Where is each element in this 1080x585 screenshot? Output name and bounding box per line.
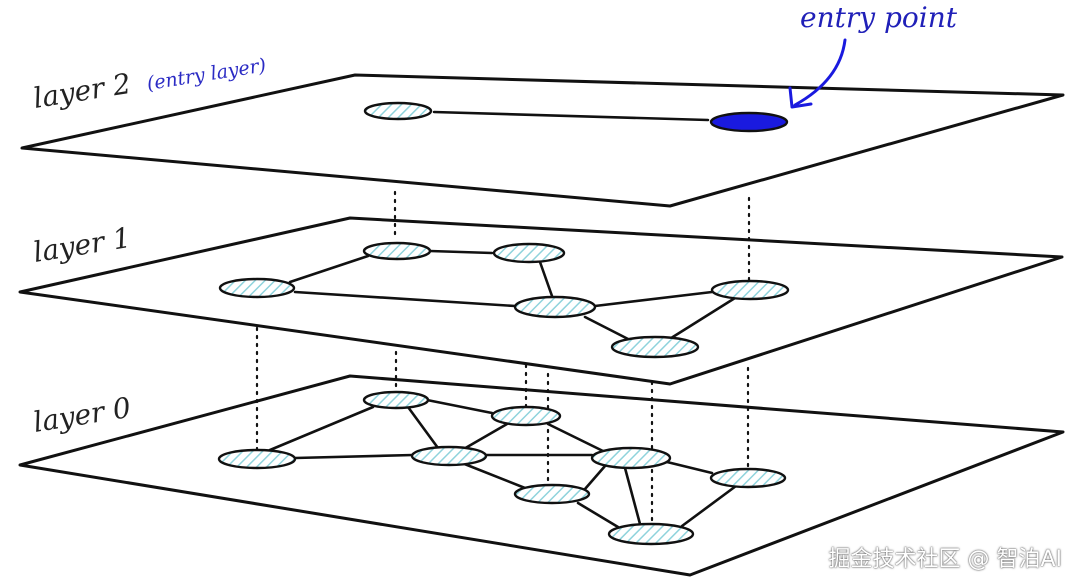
entry-layer-label: (entry layer) — [145, 54, 267, 95]
layer-1-label: layer 1 — [31, 221, 133, 269]
entry-point-node — [709, 111, 789, 133]
layer-2-node — [363, 101, 433, 121]
layer-1-edge — [593, 290, 714, 308]
layer-1-edge — [428, 249, 494, 255]
layer-0-edge — [268, 405, 375, 452]
layer-0-node — [410, 445, 488, 467]
layer-0-label: layer 0 — [31, 391, 133, 439]
layer-0-edge — [665, 460, 714, 475]
layer-1-node — [610, 335, 700, 359]
entry-point-label: entry point — [800, 1, 958, 34]
layer-0-edge — [546, 422, 607, 454]
layer-1-node — [710, 279, 790, 301]
layer-0-edge — [583, 464, 607, 491]
layer-2-to-layer-1-links — [393, 190, 751, 284]
layer-0-node — [590, 446, 672, 470]
layer-0-edge — [460, 461, 527, 490]
layer-2-label: layer 2 — [31, 67, 133, 115]
layer-0-node — [513, 483, 591, 505]
layer-1-edge — [538, 260, 554, 298]
layer-0-node — [217, 448, 297, 470]
layer-2-graph — [363, 101, 789, 133]
layer-1-node — [218, 277, 296, 299]
layer-1-graph — [218, 241, 790, 359]
layer-1-edge — [288, 254, 370, 284]
layer-0-edge — [576, 501, 620, 529]
layer-1-node — [492, 242, 566, 264]
entry-point-arrow — [788, 38, 847, 109]
layer-0-node — [362, 390, 430, 410]
layer-0-graph — [217, 390, 787, 546]
watermark: 掘金技术社区 @ 智泊AI — [828, 547, 1062, 572]
layer-1-node — [513, 295, 597, 319]
layer-0-plane — [18, 374, 1065, 577]
layer-0-node — [709, 467, 787, 489]
layer-0-node — [490, 405, 562, 427]
layer-2-plane — [20, 73, 1065, 208]
layer-2-edge — [432, 110, 710, 122]
layer-0-edge — [425, 398, 494, 415]
layer-0-edge — [406, 405, 440, 450]
arrow-shaft — [793, 38, 847, 107]
layer-0-node — [607, 522, 695, 546]
layer-1-edge — [293, 290, 517, 308]
layer-1-edge — [583, 315, 632, 342]
layer-0-edge — [623, 466, 642, 526]
layer-0-edge — [460, 422, 509, 452]
layer-0-edge — [293, 453, 415, 460]
layer-0-edge — [680, 484, 738, 528]
layer-1-node — [362, 241, 432, 261]
layer-1-edge — [666, 296, 737, 342]
arrow-head — [788, 86, 813, 109]
